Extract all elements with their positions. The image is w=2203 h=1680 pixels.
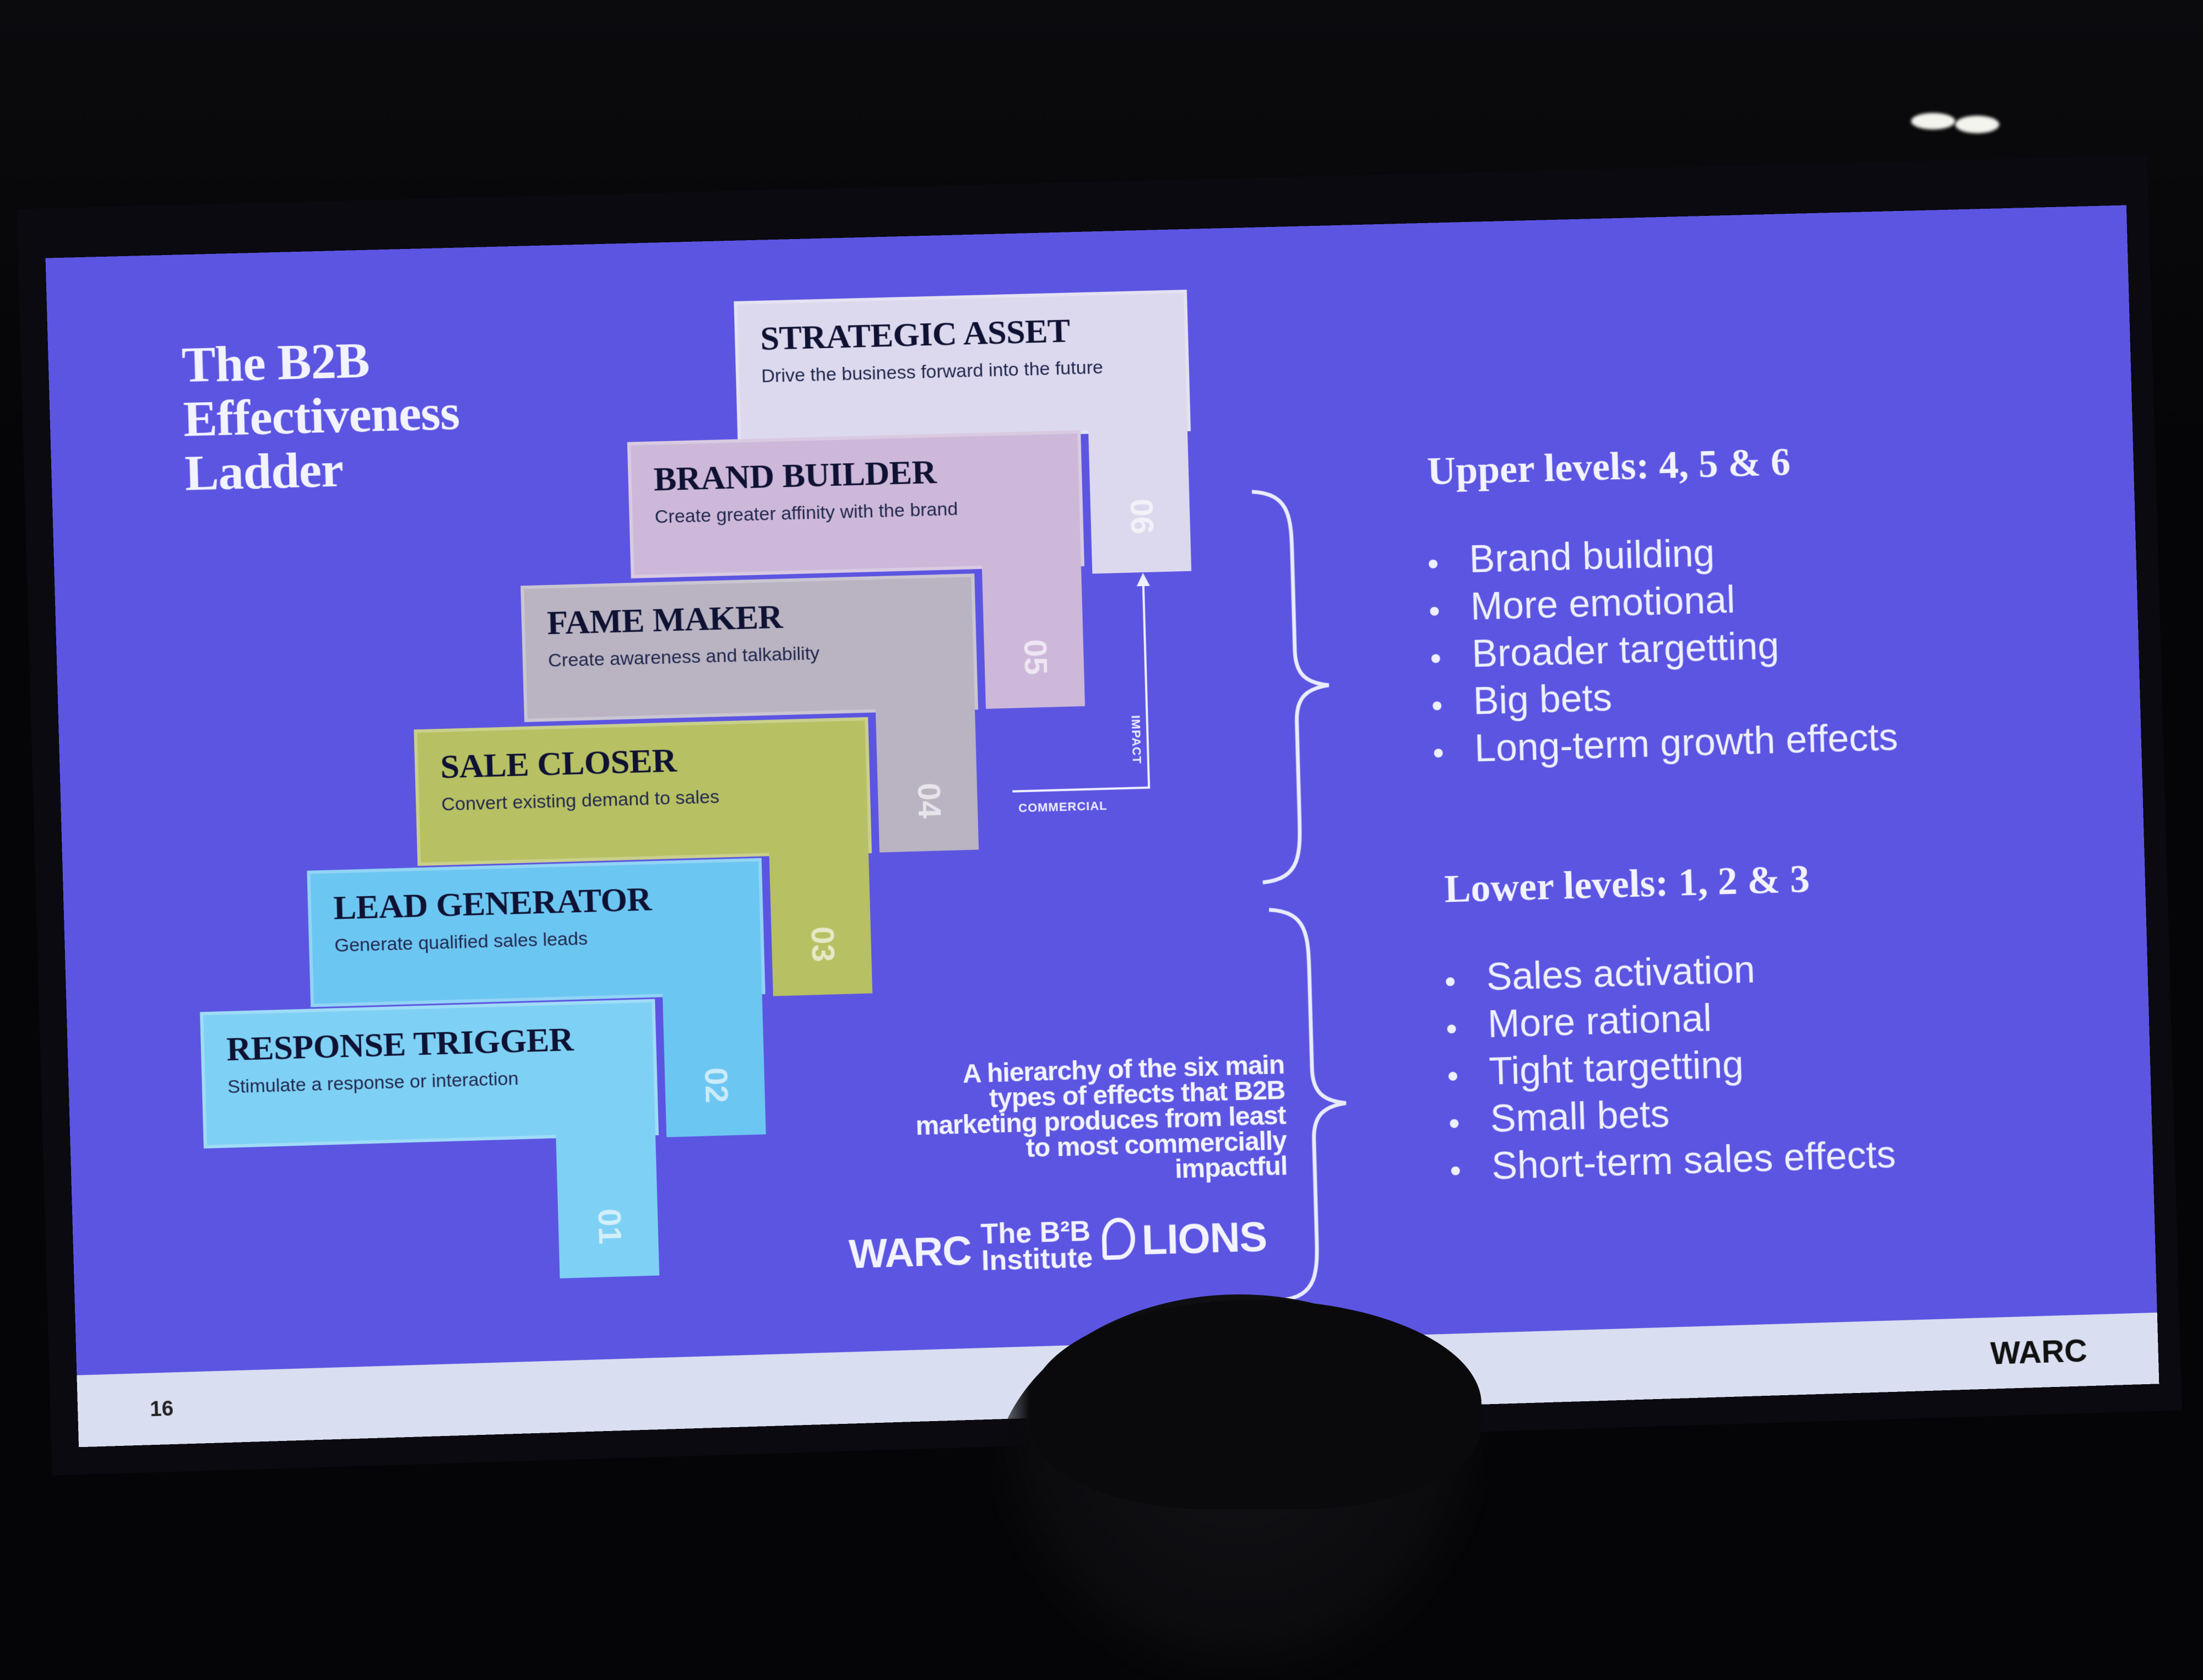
step-leg bbox=[556, 1132, 660, 1278]
lions-wordmark: LIONS bbox=[1141, 1213, 1268, 1264]
step-leg bbox=[981, 563, 1086, 709]
slide-title-line: Effectiveness bbox=[182, 383, 460, 447]
audience-head-silhouette bbox=[1030, 1300, 1482, 1509]
lower-levels-list: Sales activation More rational Tight tar… bbox=[1441, 942, 1897, 1191]
slide-title: The B2B Effectiveness Ladder bbox=[181, 328, 573, 502]
step-title: FAME MAKER bbox=[546, 598, 783, 642]
ladder-step-03: SALE CLOSER Convert existing demand to s… bbox=[414, 717, 873, 996]
step-number: 02 bbox=[697, 1067, 735, 1104]
ceiling-light bbox=[1955, 116, 1999, 133]
ladder-step-06: STRATEGIC ASSET Drive the business forwa… bbox=[734, 289, 1192, 574]
footer-warc-logo: WARC bbox=[1990, 1332, 2088, 1372]
step-number: 03 bbox=[804, 926, 842, 963]
warc-logo: WARC bbox=[848, 1227, 972, 1277]
step-title: LEAD GENERATOR bbox=[333, 880, 652, 927]
step-title: RESPONSE TRIGGER bbox=[226, 1020, 574, 1069]
step-description: Stimulate a response or interaction bbox=[227, 1068, 519, 1098]
step-description: Create awareness and talkability bbox=[547, 643, 820, 671]
ladder-caption: A hierarchy of the six main types of eff… bbox=[915, 1050, 1288, 1184]
upper-levels-heading: Upper levels: 4, 5 & 6 bbox=[1426, 440, 1791, 494]
lower-levels-heading: Lower levels: 1, 2 & 3 bbox=[1444, 857, 1810, 911]
step-number: 05 bbox=[1017, 638, 1054, 676]
axis-label-impact: IMPACT bbox=[1128, 715, 1144, 765]
step-title: BRAND BUILDER bbox=[653, 453, 937, 498]
impact-axis-arrow-icon bbox=[1136, 572, 1150, 587]
step-leg bbox=[875, 706, 979, 853]
lower-brace-icon bbox=[1258, 902, 1357, 1307]
step-description: Convert existing demand to sales bbox=[441, 786, 720, 815]
step-number: 04 bbox=[910, 782, 948, 819]
step-number: 01 bbox=[591, 1208, 628, 1245]
step-number: 06 bbox=[1123, 498, 1160, 535]
step-description: Drive the business forward into the futu… bbox=[761, 356, 1104, 387]
step-leg bbox=[662, 991, 766, 1137]
b2b-institute-logo-line: Institute bbox=[981, 1242, 1094, 1277]
ladder-step-02: LEAD GENERATOR Generate qualified sales … bbox=[307, 858, 766, 1137]
presentation-slide: The B2B Effectiveness Ladder STRATEGIC A… bbox=[45, 205, 2159, 1448]
step-title: SALE CLOSER bbox=[439, 741, 677, 786]
ladder-step-04: FAME MAKER Create awareness and talkabil… bbox=[520, 573, 979, 853]
lions-logo: LIONS bbox=[1102, 1213, 1267, 1266]
ladder-step-05: BRAND BUILDER Create greater affinity wi… bbox=[627, 430, 1086, 709]
ceiling-light bbox=[1911, 113, 1955, 129]
upper-levels-list: Brand building More emotional Broader ta… bbox=[1424, 524, 1898, 773]
step-leg bbox=[769, 850, 873, 996]
lions-mark-icon bbox=[1102, 1217, 1136, 1260]
ladder-step-01: RESPONSE TRIGGER Stimulate a response or… bbox=[199, 999, 660, 1278]
axis-label-commercial: COMMERCIAL bbox=[1018, 798, 1108, 815]
upper-brace-icon bbox=[1241, 484, 1340, 888]
page-number: 16 bbox=[149, 1397, 174, 1422]
slide-title-line: Ladder bbox=[184, 441, 344, 502]
step-title: STRATEGIC ASSET bbox=[759, 312, 1071, 357]
step-description: Create greater affinity with the brand bbox=[654, 498, 958, 528]
step-description: Generate qualified sales leads bbox=[334, 928, 588, 956]
impact-axis-horizontal bbox=[1012, 786, 1151, 793]
b2b-institute-logo: The B²B Institute bbox=[980, 1215, 1094, 1277]
slide-title-line: The B2B bbox=[181, 332, 370, 393]
